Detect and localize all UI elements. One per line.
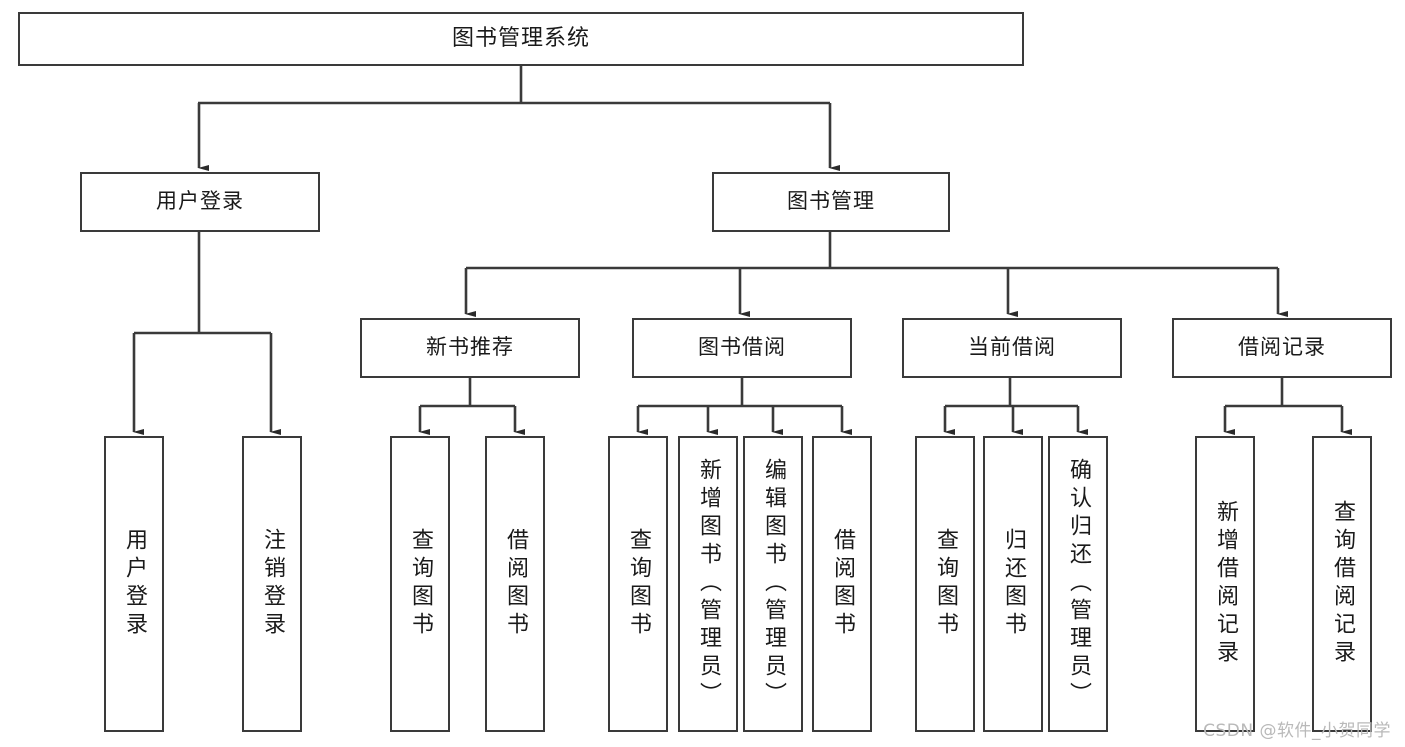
node-book-borrow[interactable]: 图书借阅 (632, 318, 852, 378)
node-current-borrow[interactable]: 当前借阅 (902, 318, 1122, 378)
leaf-borrow-edit-book-admin[interactable]: 编辑图书（管理员） (743, 436, 803, 732)
leaf-record-add-borrow-record[interactable]: 新增借阅记录 (1195, 436, 1255, 732)
node-label: 查询图书 (933, 528, 958, 640)
leaf-borrow-lend-book[interactable]: 借阅图书 (812, 436, 872, 732)
leaf-user-logout[interactable]: 注销登录 (242, 436, 302, 732)
node-label: 新增图书（管理员） (696, 458, 721, 710)
leaf-newbook-query-book[interactable]: 查询图书 (390, 436, 450, 732)
node-label: 借阅记录 (1238, 335, 1326, 360)
leaf-current-confirm-return-admin[interactable]: 确认归还（管理员） (1048, 436, 1108, 732)
leaf-borrow-query-book[interactable]: 查询图书 (608, 436, 668, 732)
node-label: 借阅图书 (830, 528, 855, 640)
csdn-watermark: CSDN @软件_小贺同学 (1203, 721, 1391, 741)
node-label: 查询借阅记录 (1330, 500, 1355, 668)
node-label: 查询图书 (626, 528, 651, 640)
node-new-book-recommend[interactable]: 新书推荐 (360, 318, 580, 378)
leaf-current-return-book[interactable]: 归还图书 (983, 436, 1043, 732)
node-root-system[interactable]: 图书管理系统 (18, 12, 1024, 66)
node-label: 归还图书 (1001, 528, 1026, 640)
node-label: 查询图书 (408, 528, 433, 640)
node-borrow-record[interactable]: 借阅记录 (1172, 318, 1392, 378)
leaf-record-query-borrow-record[interactable]: 查询借阅记录 (1312, 436, 1372, 732)
node-user-login[interactable]: 用户登录 (80, 172, 320, 232)
node-label: 用户登录 (156, 189, 244, 214)
node-book-management[interactable]: 图书管理 (712, 172, 950, 232)
node-label: 当前借阅 (968, 335, 1056, 360)
node-label: 注销登录 (260, 528, 285, 640)
node-label: 编辑图书（管理员） (761, 458, 786, 710)
node-label: 图书借阅 (698, 335, 786, 360)
node-label: 新书推荐 (426, 335, 514, 360)
node-label: 借阅图书 (503, 528, 528, 640)
leaf-user-login[interactable]: 用户登录 (104, 436, 164, 732)
node-label: 用户登录 (122, 528, 147, 640)
node-label: 图书管理 (787, 189, 875, 214)
leaf-borrow-add-book-admin[interactable]: 新增图书（管理员） (678, 436, 738, 732)
leaf-current-query-book[interactable]: 查询图书 (915, 436, 975, 732)
node-label: 图书管理系统 (451, 25, 590, 51)
leaf-newbook-borrow-book[interactable]: 借阅图书 (485, 436, 545, 732)
node-label: 新增借阅记录 (1213, 500, 1238, 668)
node-label: 确认归还（管理员） (1066, 458, 1091, 710)
